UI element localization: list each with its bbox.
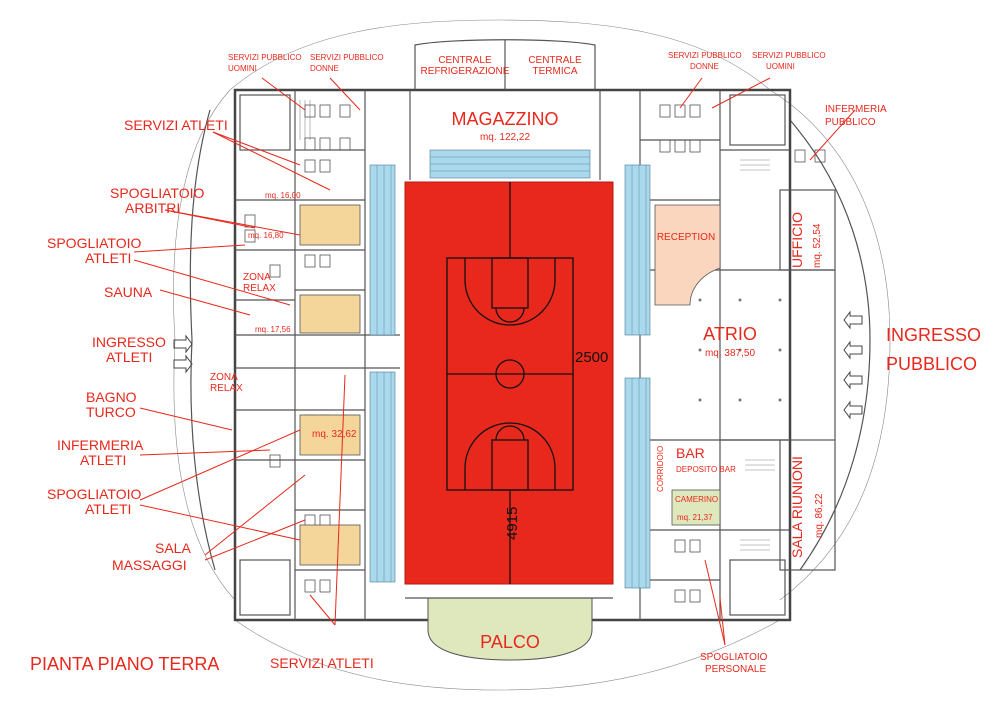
sala-riunioni-area: mq. 86,22 — [814, 493, 825, 538]
sauna-callout: SAUNA — [104, 284, 153, 300]
servizi-pubblico-uomini-left-2: UOMINI — [228, 64, 257, 73]
servizi-pubblico-donne-left-2: DONNE — [310, 64, 339, 73]
infermeria-atleti: INFERMERIA — [57, 437, 144, 453]
camerino-label: CAMERINO — [675, 495, 718, 504]
servizi-pubblico-donne-right-2: DONNE — [690, 62, 719, 71]
servizi-pubblico-donne-right: SERVIZI PUBBLICO — [668, 51, 742, 60]
callouts-right: SERVIZI PUBBLICO DONNE SERVIZI PUBBLICO … — [668, 51, 981, 675]
infermeria-pubblico-2: PUBBLICO — [825, 117, 876, 128]
ingresso-atleti: INGRESSO — [92, 334, 166, 350]
camerino-area: mq. 21,37 — [677, 513, 713, 522]
servizi-pubblico-uomini-right: SERVIZI PUBBLICO — [752, 51, 826, 60]
bar-label: BAR — [676, 445, 705, 461]
corridoio-label: CORRIDOIO — [656, 446, 665, 492]
atrio-area: mq. 387,50 — [705, 348, 755, 359]
spogliatoio-atleti-top: SPOGLIATOIO — [47, 235, 142, 251]
atrio-columns — [698, 298, 782, 402]
zona-relax-top-label: ZONA — [243, 272, 271, 283]
atrio-label: ATRIO — [703, 324, 757, 344]
sauna-area: mq. 17,56 — [255, 325, 291, 334]
servizi-atleti-bottom: SERVIZI ATLETI — [270, 655, 374, 671]
deposito-bar-label: DEPOSITO BAR — [676, 465, 736, 474]
centrale-refrigerazione-label-2: REFRIGERAZIONE — [421, 66, 510, 77]
tribune-left-upper — [369, 164, 396, 336]
spogliatoio-atleti-bottom: SPOGLIATOIO — [47, 486, 142, 502]
servizi-pubblico-donne-left: SERVIZI PUBBLICO — [310, 53, 384, 62]
ingresso-pubblico-2: PUBBLICO — [886, 354, 977, 374]
tribune-right-lower — [624, 377, 651, 589]
spogliatoio-atleti-area: mq. 32,62 — [312, 429, 357, 440]
centrale-termica-label: CENTRALE — [528, 55, 582, 66]
magazzino-label: MAGAZZINO — [452, 109, 559, 129]
infermeria-atleti-2: ATLETI — [80, 452, 126, 468]
servizi-pubblico-uomini-left: SERVIZI PUBBLICO — [228, 53, 302, 62]
court-length-dimension: 4915 — [504, 507, 521, 540]
zona-relax-top-label-2: RELAX — [243, 283, 276, 294]
sala-riunioni-label: SALA RIUNIONI — [789, 456, 805, 558]
palco-label: PALCO — [480, 632, 540, 652]
spogliatoio-arbitri-2: ARBITRI — [125, 200, 180, 216]
entrance-arrows — [173, 310, 863, 420]
spogliatoio-atleti-top-2: ATLETI — [85, 250, 131, 266]
spogliatoio-fill-3 — [299, 414, 361, 456]
spogliatoio-fill-2 — [299, 294, 361, 334]
ufficio-area: mq. 52,54 — [812, 223, 823, 268]
basketball-court — [404, 181, 614, 585]
spogliatoio-personale-2: PERSONALE — [705, 664, 766, 675]
tribune-step-lines — [376, 156, 647, 588]
servizi-pubblico-uomini-right-2: UOMINI — [766, 62, 795, 71]
ingresso-atleti-2: ATLETI — [106, 349, 152, 365]
spogliatoio-fill-1 — [299, 204, 361, 246]
infermeria-pubblico: INFERMERIA — [825, 104, 887, 115]
spogliatoio-fill-4 — [299, 524, 361, 566]
palco-stage — [405, 597, 613, 661]
spogliatoio-personale: SPOGLIATOIO — [700, 652, 768, 663]
servizi-atleti-top: SERVIZI ATLETI — [124, 117, 228, 133]
reception-fill — [654, 204, 721, 306]
spogliatoio-atleti-bottom-2: ATLETI — [85, 501, 131, 517]
ingresso-pubblico: INGRESSO — [886, 325, 981, 345]
building-envelope — [173, 19, 891, 691]
bagno-turco: BAGNO — [86, 389, 137, 405]
centrale-termica-label-2: TERMICA — [533, 66, 578, 77]
reception-label: RECEPTION — [657, 232, 715, 243]
plan-title: PIANTA PIANO TERRA — [30, 654, 219, 674]
tribune-right-upper — [624, 164, 651, 336]
magazzino-area: mq. 122,22 — [480, 132, 530, 143]
court-floor — [404, 181, 614, 585]
sala-massaggi-2: MASSAGGI — [112, 557, 187, 573]
centrale-refrigerazione-label: CENTRALE — [438, 55, 492, 66]
zona-relax-bottom-label-2: RELAX — [210, 383, 243, 394]
tribune-left-lower — [369, 371, 396, 583]
zona-relax-bottom-label: ZONA — [210, 372, 238, 383]
court-width-dimension: 2500 — [575, 349, 608, 366]
leader-lines — [133, 77, 856, 646]
spogliatoio-arbitri-area: mq. 16,00 — [265, 191, 301, 200]
room-labels: MAGAZZINO mq. 122,22 CENTRALE REFRIGERAZ… — [210, 55, 825, 652]
sala-massaggi: SALA — [155, 540, 191, 556]
spogliatoio-arbitri: SPOGLIATOIO — [110, 185, 205, 201]
room-fills — [299, 204, 721, 566]
ufficio-label: UFFICIO — [789, 212, 805, 268]
camerino-fill — [671, 489, 721, 526]
callouts-left: SERVIZI PUBBLICO UOMINI SERVIZI PUBBLICO… — [47, 53, 384, 671]
arbitri-2-area: mq. 16,80 — [248, 231, 284, 240]
bagno-turco-2: TURCO — [86, 404, 136, 420]
